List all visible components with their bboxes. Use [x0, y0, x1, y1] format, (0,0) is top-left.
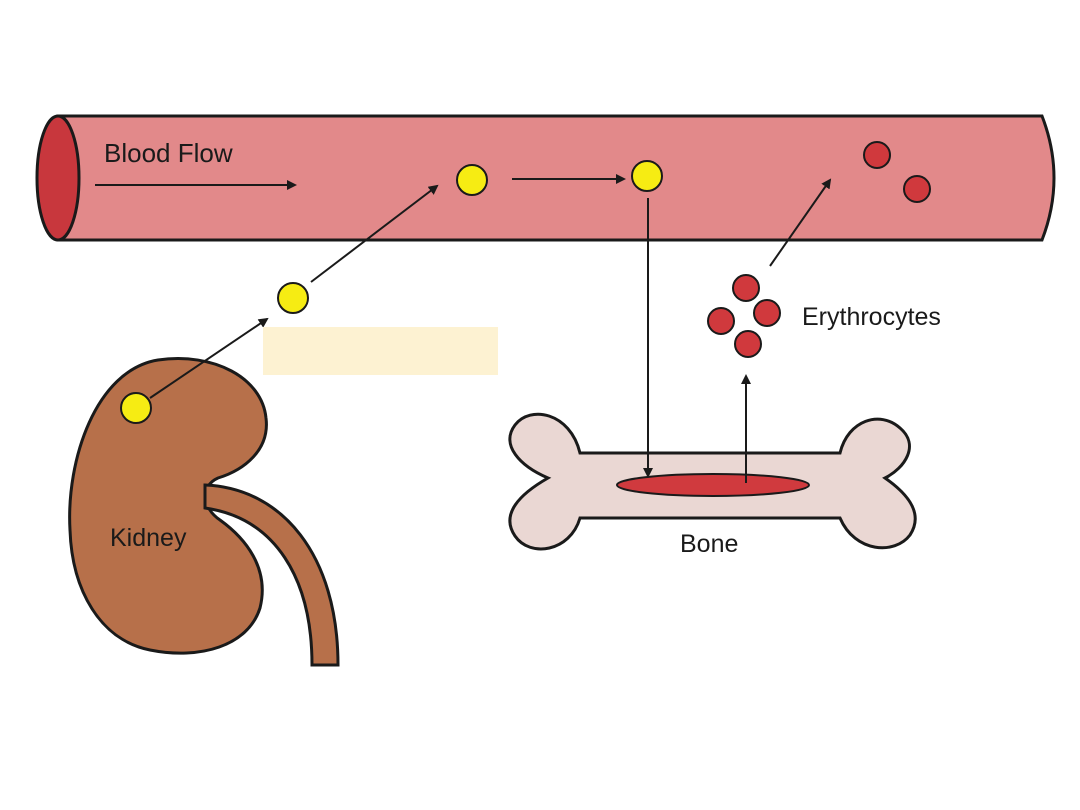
kidney-label: Kidney	[110, 524, 187, 552]
molecule-leaving-kidney	[277, 282, 309, 314]
erythrocyte	[753, 299, 781, 327]
bone-label: Bone	[680, 530, 738, 558]
erythrocyte	[707, 307, 735, 335]
bone-marrow	[616, 473, 810, 497]
vessel-opening	[35, 114, 81, 242]
blood-flow-label: Blood Flow	[104, 138, 233, 168]
molecule-in-kidney	[120, 392, 152, 424]
molecule-into-vessel-arrow	[310, 184, 439, 283]
erythrocyte	[734, 330, 762, 358]
kidney: Kidney	[68, 357, 340, 667]
erythrocytes-to-vessel-arrow	[769, 178, 832, 267]
erythrocytes-label: Erythrocytes	[802, 303, 941, 331]
molecule-in-vessel-2	[631, 160, 663, 192]
erythrocyte-in-vessel-1	[863, 141, 891, 169]
erythrocyte-in-vessel-2	[903, 175, 931, 203]
kidney-to-blood-arrow	[149, 317, 269, 399]
molecule-in-vessel-1	[456, 164, 488, 196]
ureter	[203, 483, 340, 667]
erythrocyte-cluster	[707, 274, 781, 358]
bone: Bone	[508, 412, 917, 558]
erythrocyte	[732, 274, 760, 302]
label-mask-box	[263, 327, 498, 375]
kidney-body	[68, 357, 268, 655]
